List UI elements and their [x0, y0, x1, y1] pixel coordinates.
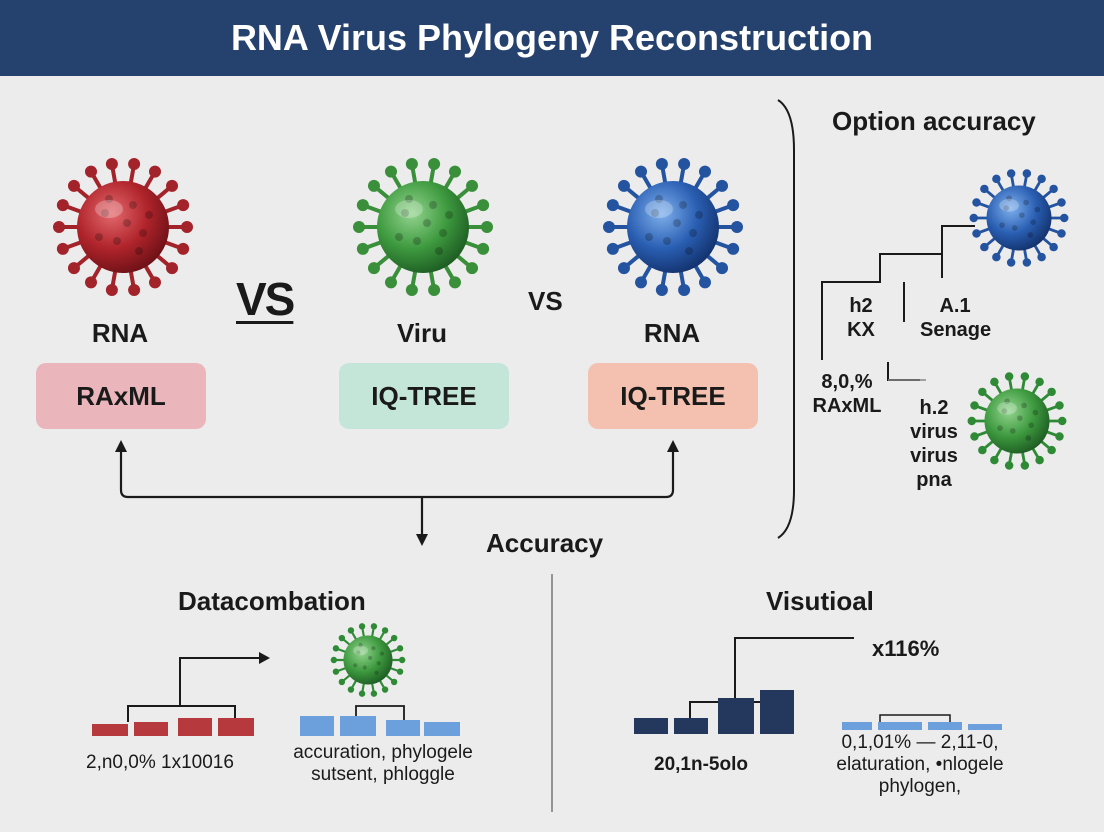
virus-label-2: Viru [396, 318, 448, 348]
vs-label-2: VS [528, 286, 563, 316]
datacombation-caption-right-line2: sutsent, phloggle [311, 764, 455, 785]
bar-lightblue-2 [878, 722, 922, 730]
datacombation-caption-left: 2,n0,0% 1x10016 [86, 752, 234, 773]
visutioal-caption-right-line1: 0,1,01% — 2,11-0, [841, 732, 999, 753]
method-box-iqtree-green: IQ-TREE [339, 363, 509, 429]
virus-icon-blue [603, 157, 743, 297]
vs-label-1: VS [236, 273, 295, 325]
virus-label-1: RNA [91, 318, 149, 348]
bar-blue-4 [424, 722, 460, 736]
bar-navy-4 [760, 690, 794, 734]
option-label-d-line4: pna [916, 469, 952, 491]
visutioal-title: Visutioal [766, 586, 874, 616]
option-label-b-line2: Senage [920, 319, 992, 341]
option-label-b: A.1 Senage [920, 294, 992, 342]
bar-navy-3 [718, 698, 754, 734]
method-box-iqtree-orange: IQ-TREE [588, 363, 758, 429]
option-label-a: h2 KX [836, 294, 886, 342]
method-box-raxml: RAxML [36, 363, 206, 429]
option-label-d-line2: virus [910, 421, 958, 443]
bar-red-3 [178, 718, 212, 736]
datacombation-caption-right: accuration, phylogele sutsent, phloggle [278, 742, 488, 786]
bar-navy-2 [674, 718, 708, 734]
bar-blue-2 [340, 716, 376, 736]
option-label-d: h.2 virus virus pna [902, 396, 966, 492]
option-label-d-line1: h.2 [919, 397, 949, 419]
bar-lightblue-3 [928, 722, 962, 730]
bar-navy-1 [634, 718, 668, 734]
visutioal-value-label: x116% [872, 636, 940, 661]
visutioal-caption-right: 0,1,01% — 2,11-0, elaturation, •nlogele … [810, 732, 1030, 798]
virus-icon-green [353, 157, 493, 297]
bar-red-4 [218, 718, 254, 736]
option-label-a-line2: KX [847, 319, 875, 341]
bar-blue-1 [300, 716, 334, 736]
virus-icon-blue-small [969, 169, 1069, 267]
option-label-b-line1: A.1 [939, 295, 971, 317]
datacombation-caption-right-line1: accuration, phylogele [293, 742, 473, 763]
virus-label-3: RNA [643, 318, 701, 348]
virus-icon-red [53, 157, 193, 297]
bar-red-2 [134, 722, 168, 736]
accuracy-label: Accuracy [486, 528, 604, 558]
option-label-c-line1: 8,0,% [821, 371, 873, 393]
visutioal-caption-right-line2: elaturation, •nlogele [836, 754, 1004, 775]
bar-red-1 [92, 724, 128, 736]
bar-lightblue-1 [842, 722, 872, 730]
page-title: RNA Virus Phylogeny Reconstruction [0, 0, 1104, 76]
option-label-c: 8,0,% RAxML [802, 370, 892, 418]
virus-icon-green-small [967, 372, 1067, 470]
visutioal-caption-left: 20,1n-5olo [654, 754, 748, 775]
option-panel-title: Option accuracy [832, 106, 1036, 136]
visutioal-caption-right-line3: phylogen, [878, 776, 962, 797]
datacombation-title: Datacombation [178, 586, 366, 616]
virus-icon-green-tiny [330, 623, 406, 697]
option-label-c-line2: RAxML [812, 395, 882, 417]
option-label-a-line1: h2 [849, 295, 873, 317]
bar-lightblue-4 [968, 724, 1002, 730]
bar-blue-3 [386, 720, 420, 736]
option-label-d-line3: virus [910, 445, 958, 467]
